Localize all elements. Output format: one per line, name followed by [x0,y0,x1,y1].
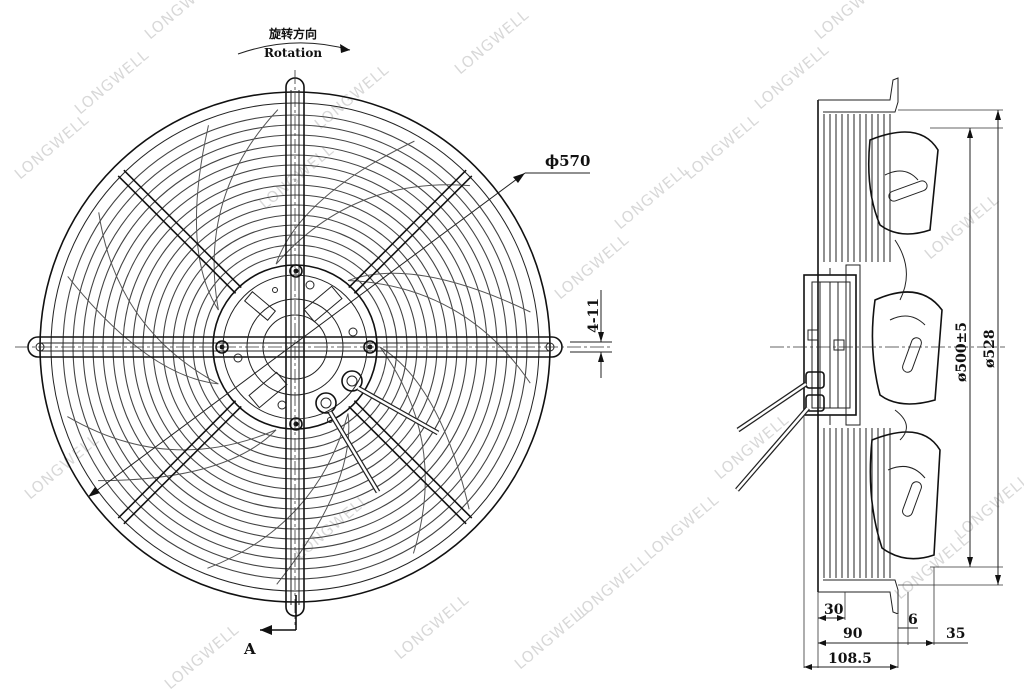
guard-spoke [348,405,467,525]
watermark-text: LONGWELL [611,160,693,233]
side-cable-1 [736,371,825,433]
cable-gland-2 [315,392,381,494]
motor-body [803,264,861,426]
dim-108-label: 108.5 [828,651,872,667]
side-view: ø500±5 ø528 30 90 108.5 6 35 [735,77,1005,670]
hole-dimension [570,290,612,378]
rotation-arrow [237,42,351,55]
diameter-leader [87,172,590,498]
rotation-label-cn: 旋转方向 [268,26,317,41]
section-label: A [243,640,256,658]
guard-spoke [117,175,237,294]
watermark-text: LONGWELL [451,5,533,78]
dim-90-label: 90 [843,626,863,642]
guard-spokes [117,169,473,525]
watermark-text: LONGWELL [161,620,243,693]
watermark-text: LONGWELL [751,40,833,113]
watermark-text: LONGWELL [551,230,633,303]
side-bottom-dims [803,415,968,670]
guard-spoke [117,400,237,519]
guard-spoke [123,405,242,525]
watermark-text: LONGWELL [951,470,1024,543]
side-guard [817,77,899,615]
rotation-label-en: Rotation [264,46,322,60]
side-diameter-dims [898,109,1003,586]
fan-blade [275,140,470,265]
guard-diameter-label: ø528 [982,329,998,368]
section-arrow [260,595,297,635]
side-cable-2 [735,394,825,492]
watermark-text: LONGWELL [71,45,153,118]
dim-35-label: 35 [946,626,965,642]
guard-spoke [353,400,473,519]
fan-blade [67,416,277,482]
fan-blade [195,109,279,311]
watermark-text: LONGWELL [811,0,893,43]
blade-diameter-label: ø500±5 [954,322,970,382]
guard-spoke [353,175,473,294]
fan-blade [207,413,350,585]
watermark-text: LONGWELL [391,590,473,663]
hole-spec-label: 4-11 [586,298,602,333]
guard-spoke [348,169,467,289]
fan-blades [67,109,531,585]
dim-6-label: 6 [908,612,918,628]
watermark-text: LONGWELL [21,430,103,503]
fan-blade [67,212,219,385]
guard-spoke [123,169,242,289]
watermark-text: LONGWELL [141,0,223,43]
watermark-text: LONGWELL [571,550,653,623]
outer-diameter-label: ϕ570 [545,152,590,170]
watermark-text: LONGWELL [11,110,93,183]
watermark-text: LONGWELL [641,490,723,563]
dim-30-label: 30 [824,602,844,618]
side-blade-profile [868,131,943,560]
front-view: ϕ570 4-11 旋转方向 Rotation A [15,26,612,658]
cable-gland-1 [341,370,440,436]
watermark-text: LONGWELL [681,110,763,183]
